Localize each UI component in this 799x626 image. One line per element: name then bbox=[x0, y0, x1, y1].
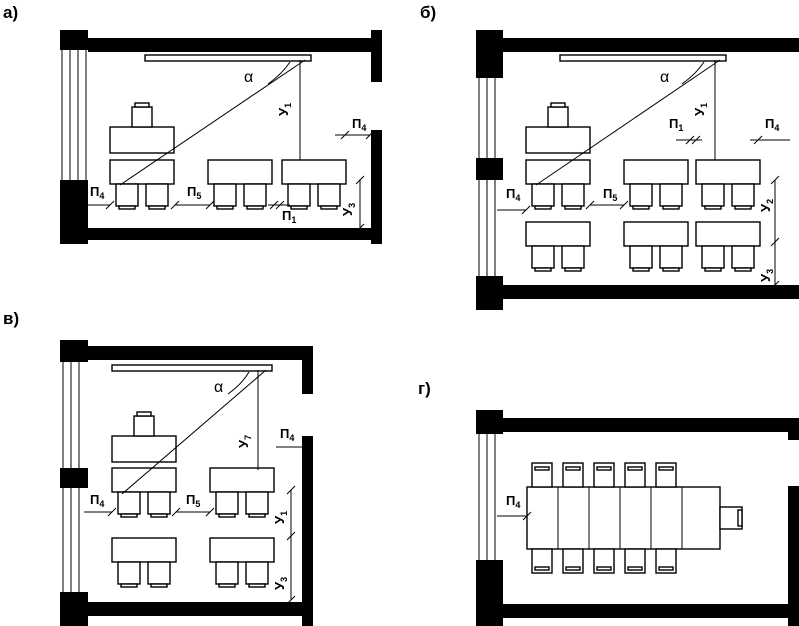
svg-text:У3: У3 bbox=[272, 577, 289, 590]
angle-arc bbox=[227, 371, 250, 395]
student-desk bbox=[623, 159, 689, 210]
bottom-wall bbox=[503, 285, 799, 299]
wall-pier bbox=[476, 276, 503, 310]
alpha-label: α bbox=[660, 69, 669, 86]
viewing-angle-line bbox=[535, 59, 721, 186]
wall-pier bbox=[60, 592, 88, 626]
svg-text:У3: У3 bbox=[340, 203, 357, 216]
dim-label-y7: У7 bbox=[236, 435, 253, 448]
window bbox=[478, 434, 496, 560]
dim-label-y1: У1 bbox=[272, 511, 289, 524]
dim-label-p5: П5 bbox=[187, 184, 201, 201]
dim-label-p1: П1 bbox=[282, 208, 296, 225]
teacher-desk bbox=[109, 102, 175, 154]
dimension-ticks bbox=[105, 130, 780, 605]
top-wall bbox=[88, 38, 371, 52]
wall-pier bbox=[476, 30, 503, 78]
dim-label-p4: П4 bbox=[506, 493, 520, 510]
chalkboard bbox=[559, 54, 727, 62]
window bbox=[62, 362, 80, 592]
wall-pier bbox=[60, 30, 88, 50]
svg-text:У7: У7 bbox=[236, 435, 253, 448]
dim-label-y3: У3 bbox=[758, 269, 775, 282]
viewing-angle-line bbox=[119, 59, 306, 186]
alpha-label: α bbox=[214, 379, 223, 396]
teacher-desk bbox=[525, 102, 591, 154]
plan-c-label: в) bbox=[3, 309, 19, 328]
dim-label-p4: П4 bbox=[765, 116, 779, 133]
wall-pier bbox=[476, 560, 503, 626]
dim-label-p5: П5 bbox=[186, 492, 200, 509]
plan-a: а) α У1 bbox=[3, 3, 382, 244]
bottom-wall bbox=[88, 228, 371, 240]
plan-b-label: б) bbox=[420, 3, 436, 22]
wall-pier bbox=[476, 410, 503, 434]
bottom-wall bbox=[88, 602, 302, 616]
plan-b: б) α У1 П1 bbox=[420, 3, 799, 310]
student-desk bbox=[281, 159, 347, 210]
right-wall-lower bbox=[371, 130, 382, 244]
dim-label-p4: П4 bbox=[90, 492, 104, 509]
plan-a-label: а) bbox=[3, 3, 18, 22]
wall-pier bbox=[60, 180, 88, 244]
chair-row-bottom bbox=[531, 548, 677, 574]
student-desk bbox=[525, 159, 591, 210]
plan-d: г) bbox=[418, 379, 799, 626]
top-wall bbox=[88, 346, 302, 360]
chair-row-top bbox=[531, 462, 677, 488]
right-wall-upper bbox=[302, 346, 313, 394]
svg-text:У2: У2 bbox=[758, 199, 775, 212]
viewing-angle-line bbox=[121, 369, 267, 495]
dim-label-y1: У1 bbox=[276, 103, 293, 116]
right-wall-upper bbox=[788, 418, 799, 440]
student-desk bbox=[209, 537, 275, 588]
plan-c: в) α У7 П4 П4 bbox=[3, 309, 313, 626]
alpha-label: α bbox=[244, 69, 253, 86]
student-desk bbox=[111, 537, 177, 588]
dim-label-p4: П4 bbox=[506, 186, 520, 203]
student-desk bbox=[695, 159, 761, 210]
student-desk bbox=[623, 221, 689, 272]
dim-label-p5: П5 bbox=[603, 186, 617, 203]
plan-d-label: г) bbox=[418, 379, 431, 398]
right-wall-upper bbox=[371, 30, 382, 82]
top-wall bbox=[503, 38, 799, 52]
teacher-desk bbox=[111, 411, 177, 463]
dim-label-p4: П4 bbox=[352, 116, 366, 133]
student-desk bbox=[525, 221, 591, 272]
chalkboard bbox=[144, 54, 312, 62]
svg-text:У1: У1 bbox=[692, 103, 709, 116]
dim-label-y2: У2 bbox=[758, 199, 775, 212]
dim-label-y1: У1 bbox=[692, 103, 709, 116]
wall-pier bbox=[60, 468, 88, 488]
conference-table bbox=[526, 486, 721, 550]
dim-label-p4: П4 bbox=[280, 426, 294, 443]
dim-label-y3: У3 bbox=[340, 203, 357, 216]
angle-arc bbox=[267, 61, 291, 85]
svg-text:У1: У1 bbox=[272, 511, 289, 524]
window bbox=[61, 50, 87, 180]
window bbox=[478, 78, 496, 276]
student-desk bbox=[207, 159, 273, 210]
right-wall-lower bbox=[302, 436, 313, 626]
student-desk bbox=[109, 159, 175, 210]
bottom-wall bbox=[503, 604, 799, 618]
chair-head bbox=[719, 506, 743, 530]
wall-pier bbox=[60, 340, 88, 362]
dim-label-p1: П1 bbox=[669, 116, 683, 133]
top-wall bbox=[503, 418, 799, 432]
chalkboard bbox=[111, 364, 273, 372]
right-wall-lower bbox=[788, 486, 799, 626]
dim-label-y3: У3 bbox=[272, 577, 289, 590]
dim-label-p4: П4 bbox=[90, 184, 104, 201]
svg-text:У1: У1 bbox=[276, 103, 293, 116]
wall-pier bbox=[476, 158, 503, 180]
angle-arc bbox=[681, 61, 705, 85]
student-desk bbox=[209, 467, 275, 518]
svg-text:У3: У3 bbox=[758, 269, 775, 282]
student-desk bbox=[695, 221, 761, 272]
